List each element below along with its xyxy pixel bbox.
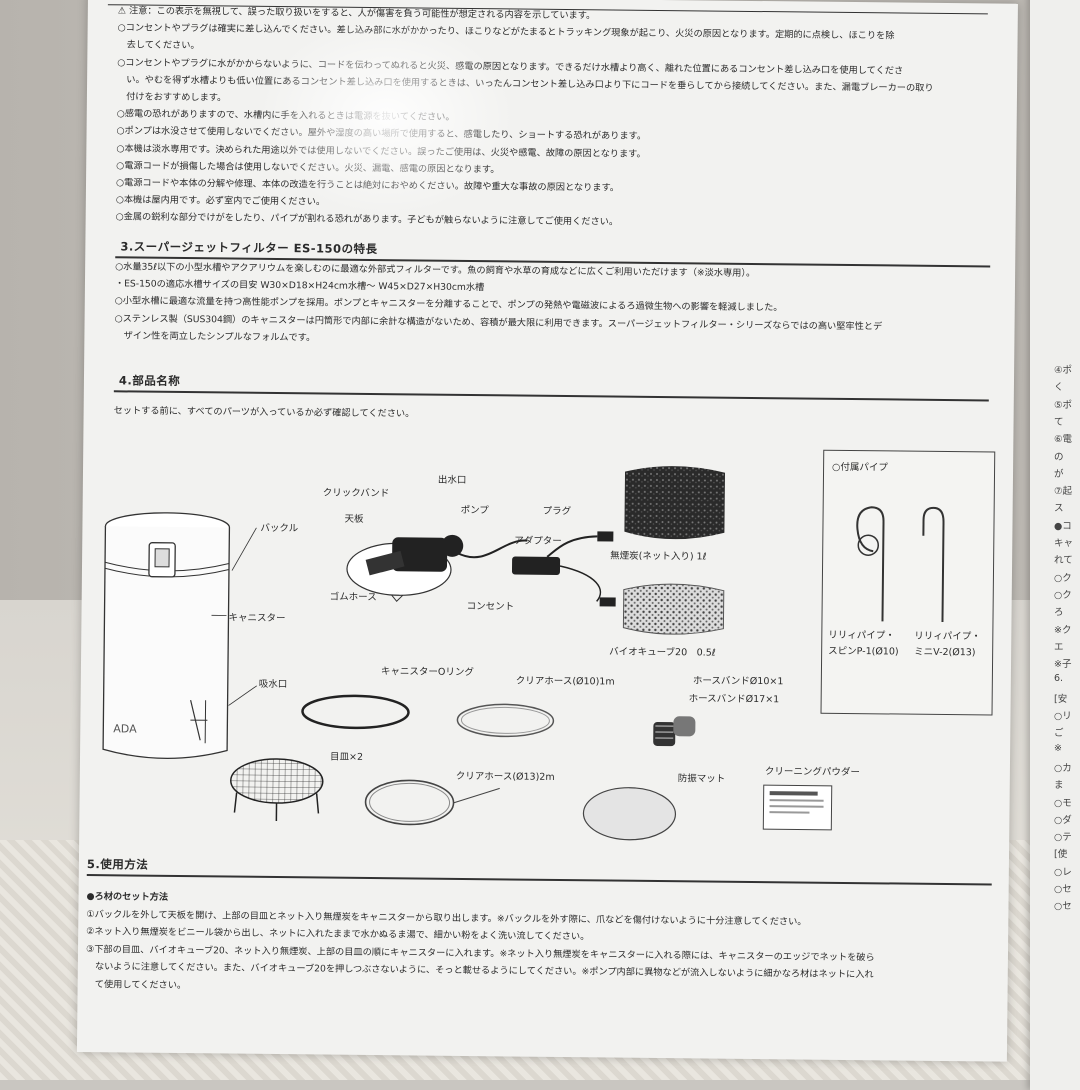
adjacent-fragment: ご xyxy=(1054,725,1064,739)
label-band17: ホースバンドØ17×1 xyxy=(689,690,780,705)
caution-line: ○本機は屋内用です。必ず室内でご使用ください。 xyxy=(116,191,325,210)
media-illustration xyxy=(611,460,743,671)
adjacent-fragment: ⑤ポ xyxy=(1054,397,1072,411)
adjacent-fragment: ※ xyxy=(1054,743,1062,754)
adjacent-fragment: ○セ xyxy=(1054,898,1072,912)
section3-line: ザイン性を両立したシンプルなフォルムです。 xyxy=(114,327,315,346)
label-powder: クリーニングパウダー xyxy=(765,763,860,778)
adjacent-fragment: ●コ xyxy=(1054,518,1072,532)
adjacent-fragment: ○モ xyxy=(1054,795,1072,809)
label-outlet-socket: コンセント xyxy=(467,598,515,612)
adjacent-fragment: ○ダ xyxy=(1054,812,1072,826)
pipe1-line2: スピンP-1(Ø10) xyxy=(828,643,899,658)
label-top-plate: 天板 xyxy=(344,511,363,525)
adjacent-fragment: ○ク xyxy=(1054,570,1072,584)
adjacent-fragment: ろ xyxy=(1054,604,1064,618)
pipe1-line1: リリィパイプ・ xyxy=(828,627,895,642)
section4-intro: セットする前に、すべてのパーツが入っているか必ず確認してください。 xyxy=(114,402,415,422)
caution-line: 付けをおすすめします。 xyxy=(117,88,227,106)
ada-logo: ADA xyxy=(113,722,137,735)
pipes-illustration xyxy=(842,501,983,632)
label-adapter: アダプター xyxy=(514,532,562,546)
section5-step-line: て使用してください。 xyxy=(86,976,187,994)
adjacent-fragment: ○テ xyxy=(1054,829,1072,843)
section3-title: 3.スーパージェットフィルター ES-150の特長 xyxy=(120,238,377,257)
pipe2-line2: ミニV-2(Ø13) xyxy=(914,644,976,659)
adjacent-fragment: ⑥電 xyxy=(1054,431,1072,445)
label-click-band: クリックバンド xyxy=(323,484,390,499)
pipe2-line1: リリィパイプ・ xyxy=(914,628,981,643)
adjacent-fragment: ○セ xyxy=(1054,881,1072,895)
adjacent-fragment: ○リ xyxy=(1054,708,1072,722)
label-plug: プラグ xyxy=(543,503,572,517)
adjacent-fragment: ○ク xyxy=(1054,587,1072,601)
mat-illustration xyxy=(579,779,690,850)
adjacent-fragment: 6. xyxy=(1054,673,1063,684)
label-biocube: バイオキューブ20 0.5ℓ xyxy=(609,643,716,658)
pipes-title: ○付属パイプ xyxy=(832,459,888,474)
label-oring: キャニスターOリング xyxy=(381,663,474,678)
adjacent-fragment: [使 xyxy=(1054,846,1067,860)
adjacent-fragment: ま xyxy=(1054,777,1064,791)
adjacent-fragment: ※子 xyxy=(1054,656,1071,670)
section4-title: 4.部品名称 xyxy=(119,372,181,389)
adjacent-fragment: て xyxy=(1054,414,1064,428)
adjacent-fragment: ○カ xyxy=(1054,760,1072,774)
included-pipes-box: ○付属パイプ リリィパイプ・ スピンP-1(Ø10) リリィパイプ・ ミニV-2… xyxy=(821,450,996,716)
label-mat: 防振マット xyxy=(678,770,726,784)
adjacent-fragment: [安 xyxy=(1054,691,1067,705)
label-clear-hose10: クリアホース(Ø10)1m xyxy=(516,673,615,688)
label-carbon: 無煙炭(ネット入り) 1ℓ xyxy=(610,547,707,562)
adjacent-fragment: れて xyxy=(1054,552,1073,566)
oring-hose-illustration xyxy=(295,676,656,760)
adjacent-fragment: ス xyxy=(1054,500,1064,514)
adjacent-page: ④ポく ⑤ポて ⑥電のが ⑦起ス ●コキャれて ○ク ○クろ ※クエ ※子 6. [安 ○リご ※ ○カま… xyxy=(1030,0,1080,1090)
manual-page: ⚠ 注意：この表示を無視して、誤った取り扱いをすると、人が傷害を負う可能性が想定… xyxy=(77,0,1018,1062)
adjacent-fragment: が xyxy=(1054,466,1064,480)
adjacent-fragment: キャ xyxy=(1054,535,1073,549)
label-pump: ポンプ xyxy=(461,502,489,516)
label-clear-hose13: クリアホース(Ø13)2m xyxy=(456,768,555,783)
section5-title: 5.使用方法 xyxy=(87,856,149,873)
caution-line: ○コンセントやプラグは確実に差し込んでください。差し込み部に水がかかったり、ほこ… xyxy=(118,20,895,45)
adjacent-fragment: ○レ xyxy=(1054,864,1072,878)
adjacent-fragment: く xyxy=(1054,379,1064,393)
mesh-illustration xyxy=(224,750,335,831)
adjacent-fragment: ④ポ xyxy=(1054,362,1072,376)
label-outlet: 出水口 xyxy=(438,472,467,486)
adjacent-fragment: ※ク xyxy=(1054,622,1071,636)
hose-band-illustration xyxy=(645,708,716,759)
label-mesh: 目皿×2 xyxy=(330,749,363,763)
section4-rule xyxy=(114,390,989,401)
adjacent-fragment: エ xyxy=(1054,639,1064,653)
label-rubber-hose: ゴムホース xyxy=(330,589,377,603)
section5-rule xyxy=(87,874,992,885)
caution-line: ○金属の鋭利な部分でけがをしたり、パイプが割れる恐れがあります。子どもが触らない… xyxy=(116,209,619,231)
powder-illustration xyxy=(759,779,840,840)
label-band10: ホースバンドØ10×1 xyxy=(693,672,784,687)
adjacent-fragment: ⑦起 xyxy=(1054,483,1072,497)
caution-line: 去してください。 xyxy=(117,37,199,55)
adjacent-fragment: の xyxy=(1054,449,1064,463)
section5-subtitle: ●ろ材のセット方法 xyxy=(86,888,168,906)
